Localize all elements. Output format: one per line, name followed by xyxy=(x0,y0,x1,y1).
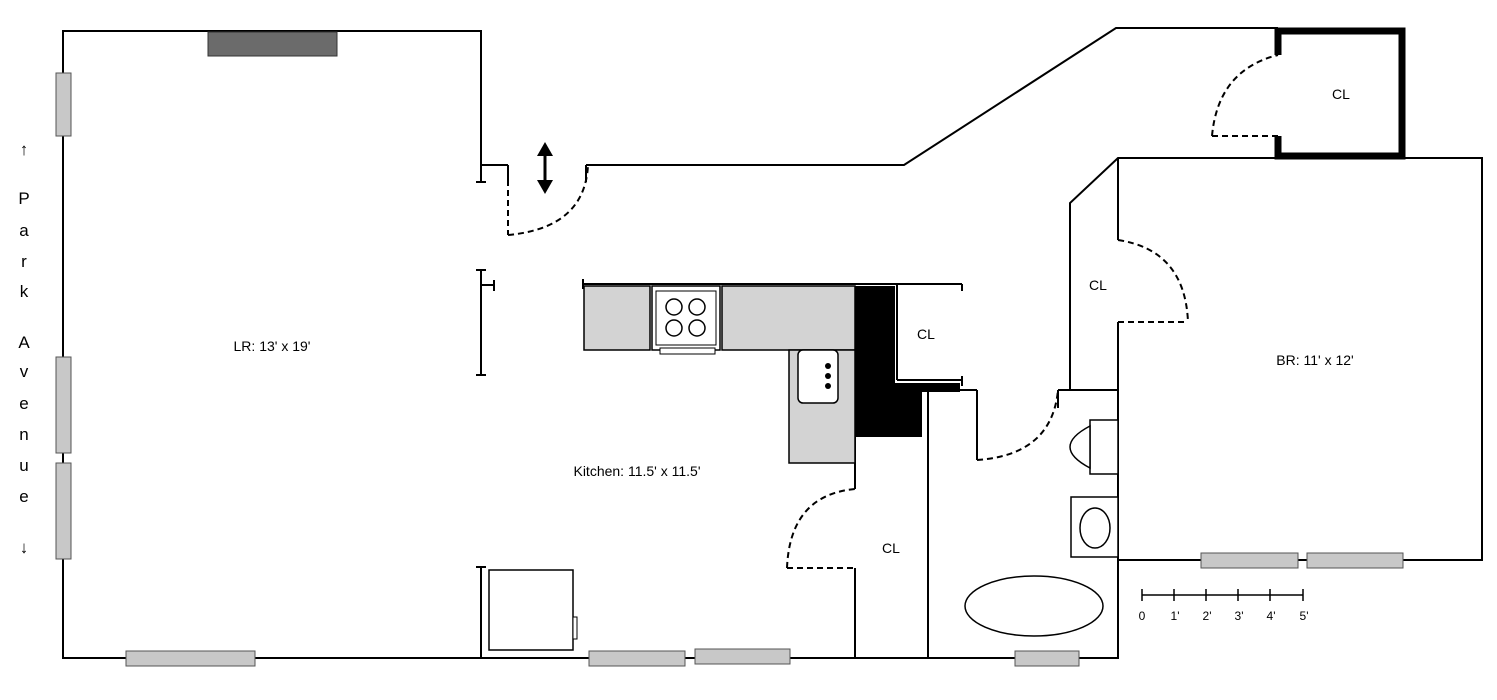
street-letter: a xyxy=(19,221,29,240)
scale-bar: 0 1' 2' 3' 4' 5' xyxy=(1139,589,1309,623)
street-letter: k xyxy=(20,282,29,301)
exterior-walls xyxy=(62,27,1483,659)
street-letter: e xyxy=(19,487,28,506)
scale-tick-label: 1' xyxy=(1171,609,1180,623)
kitchen-fixtures xyxy=(583,285,856,464)
street-letter: P xyxy=(18,189,29,208)
street-label: ↑ P a r k A v e n u e ↓ xyxy=(18,140,30,557)
closet-label-top: CL xyxy=(1332,86,1350,102)
closet-top-wall xyxy=(1274,27,1406,160)
bathroom-fixtures xyxy=(964,419,1119,637)
street-letter: e xyxy=(19,394,28,413)
door-swings xyxy=(507,54,1279,569)
room-label-kitchen: Kitchen: 11.5' x 11.5' xyxy=(573,463,700,479)
windows xyxy=(55,31,1404,667)
closet-label-kitchen: CL xyxy=(917,326,935,342)
street-arrow-up: ↑ xyxy=(20,140,29,159)
street-letter: v xyxy=(20,362,29,381)
closet-label-hall: CL xyxy=(882,540,900,556)
scale-tick-label: 5' xyxy=(1300,609,1309,623)
room-label-living: LR: 13' x 19' xyxy=(234,338,311,354)
refrigerator xyxy=(488,569,578,651)
street-arrow-down: ↓ xyxy=(20,538,29,557)
street-letter: n xyxy=(19,425,28,444)
scale-tick-label: 0 xyxy=(1139,609,1146,623)
room-label-bedroom: BR: 11' x 12' xyxy=(1276,352,1353,368)
scale-tick-label: 2' xyxy=(1203,609,1212,623)
structural-column xyxy=(855,286,960,437)
entry-arrow-icon xyxy=(537,142,553,194)
closet-label-bedroom: CL xyxy=(1089,277,1107,293)
scale-tick-label: 3' xyxy=(1235,609,1244,623)
street-letter: r xyxy=(21,252,27,271)
street-letter: u xyxy=(19,456,28,475)
street-letter: A xyxy=(18,333,30,352)
scale-tick-label: 4' xyxy=(1267,609,1276,623)
